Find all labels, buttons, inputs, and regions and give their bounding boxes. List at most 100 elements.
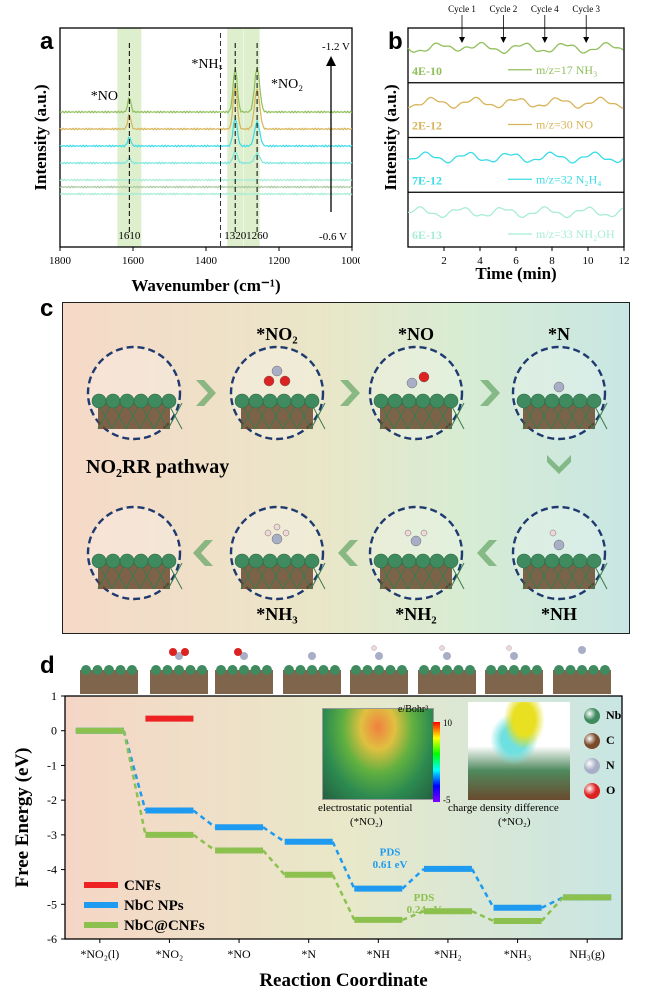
series-line: [59, 149, 353, 165]
scale-label: 7E-12: [412, 173, 442, 187]
energy-connector: [401, 910, 425, 922]
y-axis-label: Intensity (a.u.): [31, 84, 50, 190]
adsorbate-atom: [578, 646, 586, 654]
potential-top-label: -1.2 V: [322, 41, 350, 53]
nb-atom: [385, 665, 396, 675]
colorbar-unit: e/Bohr³: [398, 704, 429, 715]
cycle-label: Cycle 2: [490, 4, 518, 14]
nb-atom: [197, 665, 207, 675]
x-tick-label: 1400: [195, 255, 218, 267]
pathway-title: NO₂RR pathway: [86, 456, 230, 478]
legend-label: CNFs: [124, 878, 161, 894]
cycle-arrow: [500, 37, 507, 43]
pds-value: 0.61 eV: [373, 859, 408, 871]
nb-atom: [174, 665, 184, 675]
energy-connector: [401, 867, 425, 890]
x-tick-label: NH₃(g): [569, 947, 605, 961]
nb-atom: [577, 665, 587, 675]
scale-label: 2E-12: [412, 119, 442, 133]
intermediate-structures-row: [0, 640, 647, 700]
energy-connector: [192, 833, 216, 852]
y-tick-label: 1: [51, 690, 57, 703]
series-label: m/z=32 N₂H₄: [536, 172, 601, 186]
nb-atom: [465, 665, 475, 675]
x-tick-label: 6: [513, 255, 519, 267]
nb-atom: [81, 665, 91, 675]
x-tick-label: 12: [619, 255, 630, 267]
nb-atom: [554, 665, 564, 675]
nb-atom: [92, 665, 103, 675]
panel-label-d: d: [40, 652, 55, 679]
highlight-band: [227, 28, 244, 247]
nb-atom: [362, 665, 373, 675]
y-axis-label: Intensity (a.u.): [381, 84, 400, 190]
x-tick-label: *N: [301, 947, 316, 961]
x-tick-label: 2: [441, 255, 447, 267]
y-axis-label: Free Energy (eV): [12, 748, 33, 888]
cycle-arrow: [583, 37, 590, 43]
arrow-head: [326, 56, 336, 66]
pds-value: 0.24 eV: [407, 904, 442, 916]
slab-row-svg: [80, 645, 611, 694]
colorbar-min: -5: [443, 795, 451, 805]
pds-label: PDS: [380, 847, 401, 859]
ms-signal-line: [407, 41, 624, 54]
x-tick-label: *NO₂(l): [80, 947, 119, 961]
x-tick-label: 10: [583, 255, 595, 267]
nb-atom: [307, 665, 317, 675]
scale-label: 4E-10: [412, 64, 442, 78]
nb-atom: [330, 665, 340, 675]
cycle-label: Cycle 3: [572, 4, 600, 14]
adsorbate-atom: [375, 652, 383, 660]
peak-tick-label: 1320: [224, 230, 247, 242]
series-line: [59, 85, 353, 131]
x-axis-label: Wavenumber (cm⁻¹): [131, 276, 280, 295]
nb-atom: [374, 665, 384, 675]
x-tick-label: *NO₂: [156, 947, 184, 961]
y-tick-label: -3: [47, 828, 57, 842]
series-label: m/z=30 NO: [536, 118, 593, 132]
series-line: [59, 192, 353, 196]
adsorbate-atom: [510, 652, 518, 660]
legend-label: NbC@CNFs: [124, 918, 205, 934]
atom-legend-swatch: [584, 758, 600, 774]
energy-connector: [470, 868, 495, 909]
nb-atom: [520, 665, 531, 675]
nb-atom: [532, 665, 542, 675]
nb-atom: [588, 665, 599, 675]
adsorbate-atom: [169, 648, 177, 656]
y-tick-label: 0: [51, 724, 57, 738]
series-label: m/z=17 NH₃: [536, 63, 597, 77]
cycle-label: Cycle 1: [448, 4, 476, 14]
cycle-label: Cycle 4: [531, 4, 559, 14]
nb-atom: [318, 665, 329, 675]
adsorbate-atom: [439, 645, 445, 651]
y-tick-label: -1: [47, 758, 57, 772]
adsorbate-atom: [443, 652, 451, 660]
nb-atom: [600, 665, 610, 675]
legend-label: NbC NPs: [124, 898, 184, 914]
energy-connector: [192, 809, 216, 829]
x-tick-label: 4: [477, 255, 483, 267]
atom-legend-label: N: [606, 758, 615, 772]
ep-caption-2: (*NO₂): [350, 816, 383, 828]
highlight-band: [243, 28, 260, 247]
atom-legend-label: Nb: [606, 708, 622, 722]
nb-atom: [216, 665, 226, 675]
series-line: [59, 66, 353, 114]
series-line: [59, 116, 353, 148]
energy-connector: [262, 849, 286, 876]
nb-atom: [115, 665, 126, 675]
x-tick-label: 8: [549, 255, 555, 267]
cdd-caption-2: (*NO₂): [498, 816, 531, 828]
energy-connector: [262, 826, 286, 843]
adsorbate-atom: [506, 645, 512, 651]
nb-atom: [127, 665, 137, 675]
x-tick-label: 1600: [122, 255, 145, 267]
nb-atom: [419, 665, 429, 675]
x-tick-label: *NH₂: [434, 947, 462, 961]
x-tick-label: *NH₃: [504, 947, 532, 961]
y-tick-label: -5: [47, 897, 57, 911]
panel-label-c: c: [40, 295, 54, 322]
